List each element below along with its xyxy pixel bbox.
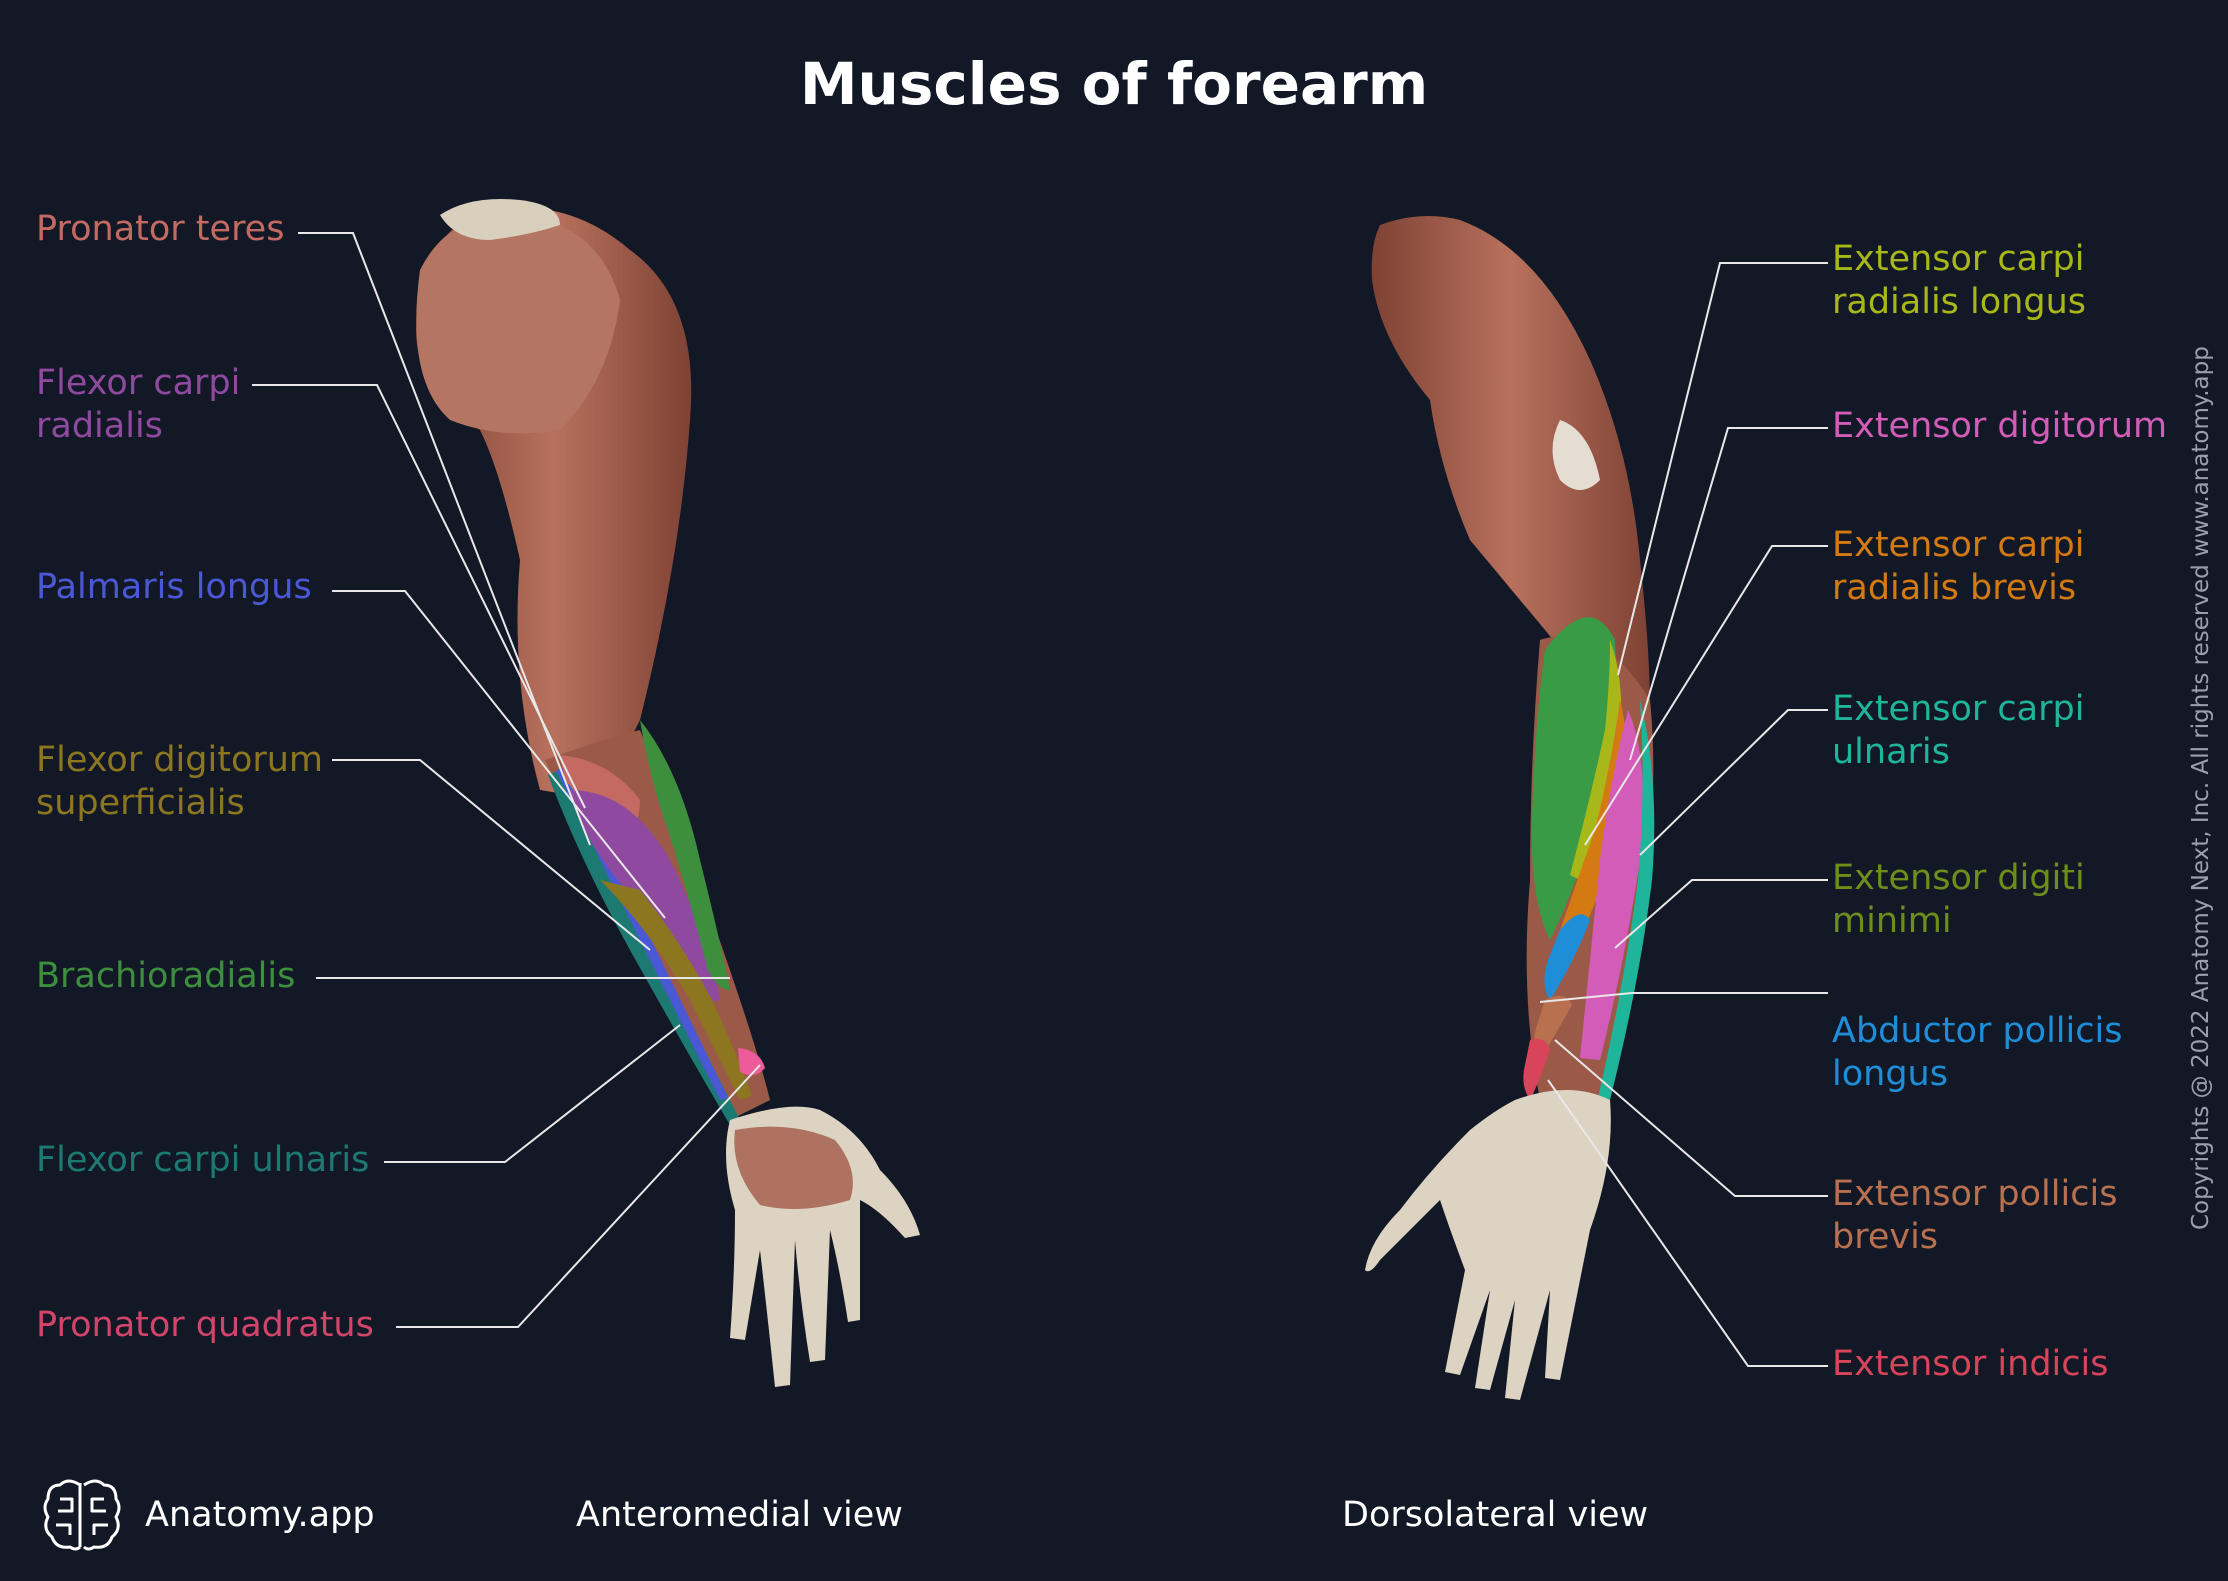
leader-pronator-teres: [298, 232, 591, 846]
right-ecu-shape: [1598, 700, 1655, 1100]
right-triceps-tendon: [1552, 420, 1600, 490]
leader-ecrl: [1617, 262, 1828, 676]
label-extensor-carpi-ulnaris: Extensor carpi ulnaris: [1832, 689, 2085, 772]
leader-ei: [1547, 1079, 1828, 1367]
dorsolateral-view-caption: Dorsolateral view: [1342, 1495, 1649, 1535]
leader-lines: [252, 232, 1828, 1367]
left-fds-shape: [600, 880, 752, 1100]
label-abductor-pollicis-longus: Abductor pollicis longus: [1832, 1011, 2123, 1094]
left-acromion: [440, 199, 560, 240]
right-brachioradialis-shape: [1531, 617, 1616, 940]
leader-edm: [1614, 879, 1828, 949]
right-hand: [1365, 1090, 1611, 1400]
left-arm-illustration: [416, 199, 920, 1387]
label-brachioradialis: Brachioradialis: [36, 956, 296, 996]
label-flexor-carpi-ulnaris: Flexor carpi ulnaris: [36, 1140, 370, 1180]
left-flexor-carpi-radialis-shape: [570, 790, 720, 1002]
label-palmaris-longus: Palmaris longus: [36, 567, 312, 607]
leader-ecu: [1639, 709, 1828, 856]
leader-ed: [1629, 427, 1828, 761]
label-flexor-digitorum-superficialis: Flexor digitorum superficialis: [36, 740, 324, 823]
right-ei-shape: [1523, 1038, 1550, 1100]
leader-flexor-carpi-ulnaris: [384, 1024, 681, 1163]
left-shoulder-deltoid: [416, 214, 620, 434]
leader-palmaris-longus: [332, 590, 666, 919]
leader-ecrb: [1584, 545, 1828, 846]
right-arm-illustration: [1365, 216, 1655, 1400]
left-palm-muscle: [734, 1126, 853, 1209]
page-title: Muscles of forearm: [799, 50, 1429, 118]
anteromedial-view-caption: Anteromedial view: [576, 1495, 903, 1535]
label-extensor-carpi-radialis-longus: Extensor carpi radialis longus: [1832, 239, 2086, 322]
label-extensor-indicis: Extensor indicis: [1832, 1344, 2109, 1384]
leader-flexor-carpi-radialis: [252, 384, 586, 809]
left-pronator-quadratus-shape: [738, 1048, 765, 1076]
left-brachioradialis-shape: [640, 720, 730, 990]
right-apl-shape: [1544, 914, 1590, 1000]
leader-epb: [1554, 1039, 1828, 1197]
brain-icon: [43, 1479, 121, 1551]
right-upper-arm: [1371, 216, 1650, 710]
copyright-text: Copyrights @ 2022 Anatomy Next, Inc. All…: [2188, 346, 2214, 1230]
right-ed-shape: [1580, 710, 1644, 1060]
brand-name: Anatomy.app: [145, 1495, 375, 1535]
label-pronator-quadratus: Pronator quadratus: [36, 1305, 374, 1345]
leader-fds: [332, 759, 651, 951]
leader-pronator-quadratus: [396, 1064, 761, 1328]
label-extensor-carpi-radialis-brevis: Extensor carpi radialis brevis: [1832, 525, 2085, 608]
label-pronator-teres: Pronator teres: [36, 209, 285, 249]
label-flexor-carpi-radialis: Flexor carpi radialis: [36, 363, 241, 446]
leader-apl: [1539, 992, 1828, 1003]
label-extensor-digitorum: Extensor digitorum: [1832, 406, 2168, 446]
right-ecrl-shape: [1570, 640, 1622, 880]
label-extensor-pollicis-brevis: Extensor pollicis brevis: [1832, 1174, 2118, 1257]
label-extensor-digiti-minimi: Extensor digiti minimi: [1832, 858, 2085, 941]
